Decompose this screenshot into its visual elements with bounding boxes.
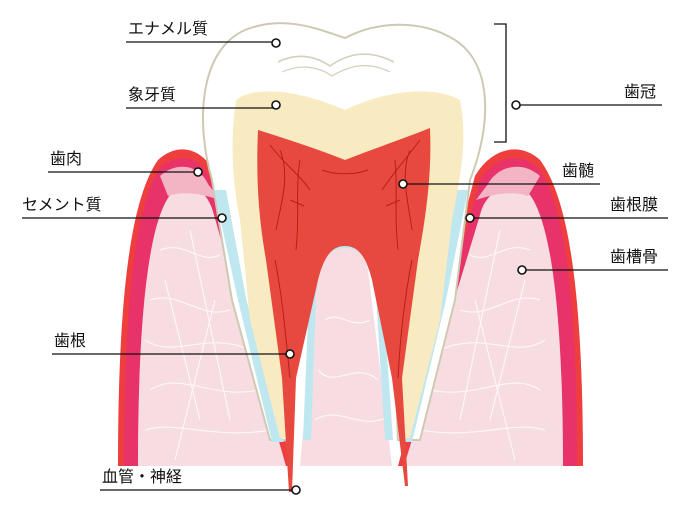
enamel-groove-2 [281,65,391,77]
alveolar-bone-body [138,187,563,466]
alveolar-bone-and-gum [118,149,583,467]
label-gingiva: 歯肉 [50,149,82,168]
ligament-furcation [303,238,393,440]
label-periodontal-ligament: 歯根膜 [610,195,658,214]
pulp-vessels [269,139,421,379]
leaders [22,38,668,495]
label-cementum: セメント質 [22,195,102,214]
gum-crest-band [160,166,220,200]
enamel-groove [277,53,395,67]
label-pulp: 歯髄 [562,161,594,180]
crown-bracket [494,23,507,143]
interradicular-bone [300,243,392,466]
labels: エナメル質 象牙質 歯肉 セメント質 歯根 血管・神経 歯冠 歯髄 歯根膜 歯槽… [22,19,658,486]
bone-fiber-texture [144,229,546,461]
label-vessels-nerves: 血管・神経 [102,467,182,486]
label-dentin: 象牙質 [128,85,176,104]
label-enamel: エナメル質 [128,19,208,38]
tooth [202,22,487,492]
pulp [257,128,431,492]
label-alveolar-bone: 歯槽骨 [610,247,658,266]
label-root: 歯根 [54,331,86,350]
label-crown: 歯冠 [624,82,656,101]
